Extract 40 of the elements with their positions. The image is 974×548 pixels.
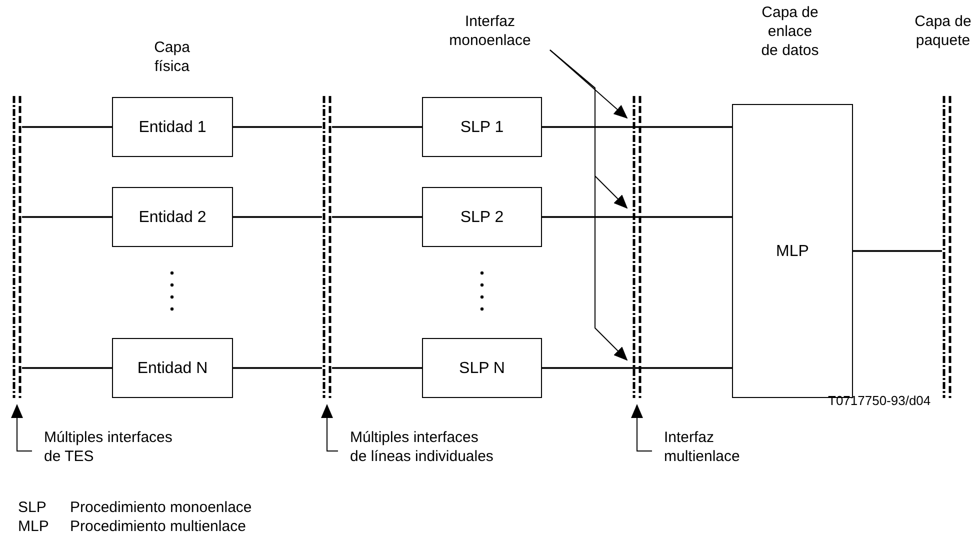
process-box: MLP bbox=[732, 104, 853, 398]
leader-label: Múltiples interfaces de TES bbox=[44, 428, 190, 466]
connector-line bbox=[332, 216, 422, 218]
connector-line bbox=[22, 216, 112, 218]
leader-label: Interfaz multienlace bbox=[664, 428, 764, 466]
process-box: SLP 1 bbox=[422, 97, 542, 157]
process-box: Entidad 1 bbox=[112, 97, 233, 157]
process-box: SLP N bbox=[422, 338, 542, 398]
callout-text: Interfaz monoenlace bbox=[430, 12, 550, 50]
abbreviation-meaning: Procedimiento multienlace bbox=[70, 517, 246, 536]
layer-heading: Capa de enlace de datos bbox=[760, 3, 820, 60]
interface-bar bbox=[322, 96, 332, 398]
leader-arrow bbox=[321, 404, 338, 452]
connector-line bbox=[233, 126, 322, 128]
leader-arrow bbox=[550, 50, 628, 361]
interface-bar bbox=[632, 96, 642, 398]
abbreviation: SLP bbox=[18, 498, 46, 517]
leader-arrow bbox=[11, 404, 32, 452]
interface-bar bbox=[12, 96, 22, 398]
connector-line bbox=[542, 126, 732, 128]
layer-heading: Capa de paquete bbox=[914, 12, 972, 50]
connector-line bbox=[233, 216, 322, 218]
connector-line bbox=[22, 367, 112, 369]
process-box: SLP 2 bbox=[422, 187, 542, 247]
leader-label: Múltiples interfaces de líneas individuales bbox=[350, 428, 496, 466]
connector-line bbox=[233, 367, 322, 369]
leader-arrow bbox=[550, 50, 628, 119]
leader-arrow bbox=[631, 404, 652, 452]
interface-bar bbox=[942, 96, 952, 398]
connector-line bbox=[542, 367, 732, 369]
abbreviation: MLP bbox=[18, 517, 49, 536]
process-box: Entidad N bbox=[112, 338, 233, 398]
abbreviation-meaning: Procedimiento monoenlace bbox=[70, 498, 252, 517]
layer-heading: Capa física bbox=[153, 38, 191, 76]
connector-line bbox=[332, 126, 422, 128]
connector-line bbox=[542, 216, 732, 218]
process-box: Entidad 2 bbox=[112, 187, 233, 247]
connector-line bbox=[22, 126, 112, 128]
connector-line bbox=[853, 250, 942, 252]
connector-line bbox=[332, 367, 422, 369]
